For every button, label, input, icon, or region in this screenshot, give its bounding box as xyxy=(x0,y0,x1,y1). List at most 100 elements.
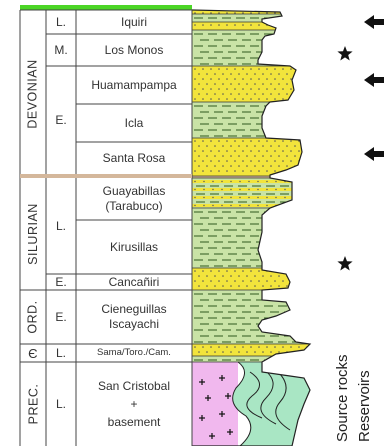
sand-dot xyxy=(212,189,213,190)
sand-dot xyxy=(284,205,285,206)
formation-los-monos: Los Monos xyxy=(76,34,192,66)
sand-dot xyxy=(202,68,204,70)
sand-dot xyxy=(239,189,240,190)
sand-dot xyxy=(298,68,300,70)
sand-dot xyxy=(222,275,224,277)
sand-dot xyxy=(206,83,208,85)
sand-dot xyxy=(226,68,228,70)
reservoir-arrow-huamampampa xyxy=(364,73,384,87)
epoch-silurian-early: E. xyxy=(46,274,76,290)
sand-dot xyxy=(194,170,196,172)
sand-dot xyxy=(274,280,276,282)
sand-dot xyxy=(210,140,212,142)
sand-dot xyxy=(257,181,258,182)
sand-dot xyxy=(238,275,240,277)
sand-dot xyxy=(274,140,276,142)
sand-dot xyxy=(218,280,220,282)
sand-dot xyxy=(250,160,252,162)
sand-dot xyxy=(194,88,196,90)
sand-dot xyxy=(282,98,284,100)
sand-dot xyxy=(258,78,260,80)
sand-dot xyxy=(250,24,252,26)
sand-dot xyxy=(194,160,196,162)
sand-dot xyxy=(274,88,276,90)
sand-dot xyxy=(302,73,304,75)
sand-dot xyxy=(262,145,264,147)
sand-dot xyxy=(322,346,324,348)
sand-dot xyxy=(198,83,200,85)
period-cambrian: Є xyxy=(20,344,46,362)
sand-dot xyxy=(290,150,292,152)
sand-dot xyxy=(318,285,320,287)
sand-dot xyxy=(298,170,300,172)
sand-dot xyxy=(194,346,196,348)
formation-icla: Icla xyxy=(76,104,192,142)
sand-dot xyxy=(278,145,280,147)
sand-dot xyxy=(282,88,284,90)
sand-dot xyxy=(266,160,268,162)
source-rock-star-kirusillas xyxy=(337,256,352,271)
sand-dot xyxy=(210,280,212,282)
sand-dot xyxy=(194,12,196,14)
sand-dot xyxy=(278,275,280,277)
sand-dot xyxy=(242,150,244,152)
sand-dot xyxy=(238,165,240,167)
sand-dot xyxy=(218,68,220,70)
sand-dot xyxy=(322,140,324,142)
sand-dot xyxy=(250,170,252,172)
formation-iquiri: Iquiri xyxy=(76,10,192,34)
sand-dot xyxy=(274,150,276,152)
sand-dot xyxy=(284,197,285,198)
sand-dot xyxy=(282,140,284,142)
sand-dot xyxy=(310,93,312,95)
sand-dot xyxy=(218,12,220,14)
sand-dot xyxy=(206,73,208,75)
sand-dot xyxy=(214,83,216,85)
sand-dot xyxy=(270,155,272,157)
sand-dot xyxy=(202,170,204,172)
sand-dot xyxy=(274,78,276,80)
sand-dot xyxy=(234,150,236,152)
sand-dot xyxy=(214,93,216,95)
sand-dot xyxy=(270,351,272,353)
sand-dot xyxy=(262,285,264,287)
sand-dot xyxy=(286,93,288,95)
lithology-unit-5 xyxy=(192,102,330,138)
sand-dot xyxy=(226,140,228,142)
sand-dot xyxy=(293,189,294,190)
sand-dot xyxy=(210,88,212,90)
sand-dot xyxy=(310,145,312,147)
sand-dot xyxy=(306,280,308,282)
sand-dot xyxy=(226,170,228,172)
sand-dot xyxy=(266,12,268,14)
sand-dot xyxy=(302,83,304,85)
sand-dot xyxy=(234,68,236,70)
sand-dot xyxy=(326,275,328,277)
sand-dot xyxy=(270,165,272,167)
sand-dot xyxy=(282,270,284,272)
sand-dot xyxy=(246,93,248,95)
sand-dot xyxy=(274,160,276,162)
sand-dot xyxy=(270,83,272,85)
sand-dot xyxy=(293,197,294,198)
formation-kirusillas: Kirusillas xyxy=(76,220,192,274)
sand-dot xyxy=(310,165,312,167)
sand-dot xyxy=(322,160,324,162)
sand-dot xyxy=(226,280,228,282)
sand-dot xyxy=(318,93,320,95)
sand-dot xyxy=(290,270,292,272)
sand-dot xyxy=(275,197,276,198)
sand-dot xyxy=(290,88,292,90)
sand-dot xyxy=(202,24,204,26)
sand-dot xyxy=(270,285,272,287)
sand-dot xyxy=(230,197,231,198)
sand-dot xyxy=(326,83,328,85)
sand-dot xyxy=(318,351,320,353)
sand-dot xyxy=(322,280,324,282)
sand-dot xyxy=(298,98,300,100)
sand-dot xyxy=(242,270,244,272)
sand-dot xyxy=(226,346,228,348)
sand-dot xyxy=(266,150,268,152)
formation-cieneguillas-iscayachi: Cieneguillas Iscayachi xyxy=(76,290,192,344)
sand-dot xyxy=(194,205,195,206)
